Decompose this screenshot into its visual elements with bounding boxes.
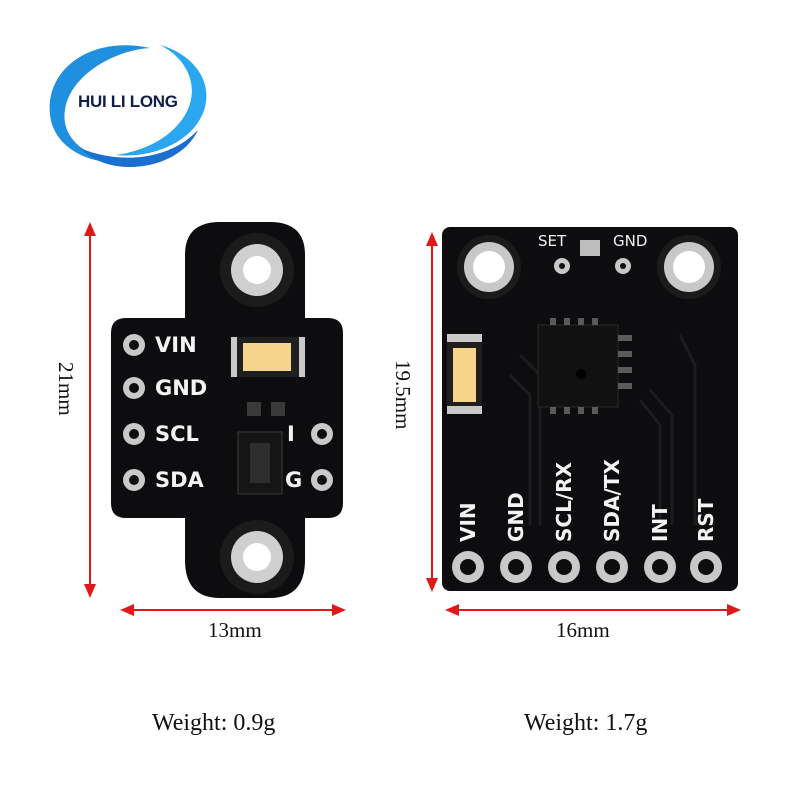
left-width-label: 13mm [208, 618, 262, 642]
left-pin-g-label: G [285, 468, 303, 492]
left-height-label: 21mm [54, 362, 78, 416]
left-width-arrow [120, 604, 346, 616]
right-set-label: SET [538, 232, 567, 250]
right-width-label: 16mm [556, 618, 610, 642]
left-sensor-board [111, 222, 343, 598]
right-pin-rst-label: RST [694, 498, 718, 542]
right-pin-vin-label: VIN [456, 502, 480, 542]
right-height-arrow [426, 232, 438, 592]
left-pin-scl-label: SCL [155, 422, 199, 446]
right-gnd-top-label: GND [613, 232, 648, 250]
right-pin-int-label: INT [648, 504, 672, 542]
right-sensor-board [442, 227, 738, 591]
logo-text: HUI LI LONG [78, 92, 178, 111]
right-pin-sdatx-label: SDA/TX [600, 459, 624, 542]
right-weight-label: Weight: 1.7g [524, 710, 648, 736]
logo-swoosh-icon [49, 45, 207, 168]
left-height-arrow [84, 222, 96, 598]
left-pin-i-label: I [287, 422, 295, 446]
left-pin-vin-label: VIN [155, 333, 197, 357]
right-pin-sclrx-label: SCL/RX [552, 462, 576, 542]
right-height-label: 19.5mm [391, 360, 415, 430]
right-width-arrow [445, 604, 741, 616]
left-pin-sda-label: SDA [155, 468, 204, 492]
left-weight-label: Weight: 0.9g [152, 710, 276, 736]
right-pin-gnd-label: GND [504, 492, 528, 542]
left-pin-gnd-label: GND [155, 376, 208, 400]
